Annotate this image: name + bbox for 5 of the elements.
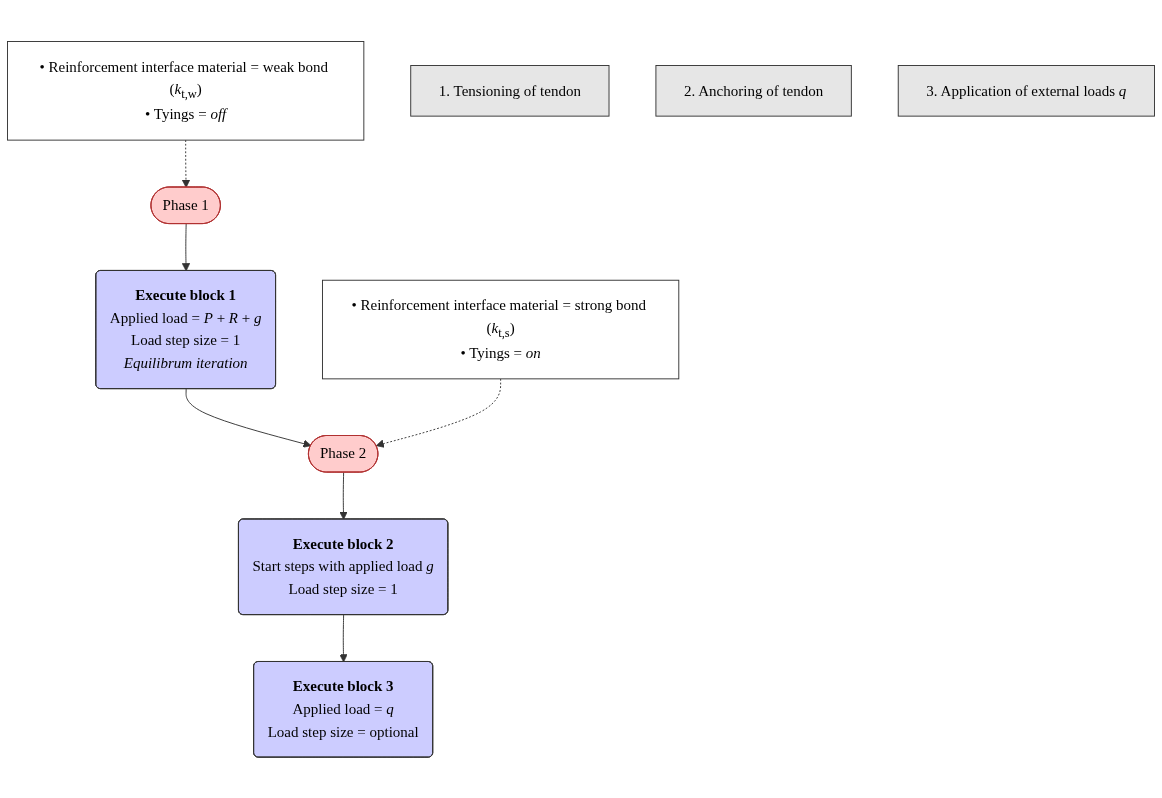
- node-box: 1. Tensioning of tendon: [410, 64, 610, 117]
- node-box: 2. Anchoring of tendon: [655, 64, 852, 117]
- node-box: • Reinforcement interface material = weak bond (k$_{t,w}$) • Tyings = off: [7, 40, 365, 141]
- node-box: • Reinforcement interface material = strong bond (k$_{t,s}$) • Tyings = on: [322, 279, 680, 379]
- node-box: 3. Application of external loads q: [897, 64, 1155, 117]
